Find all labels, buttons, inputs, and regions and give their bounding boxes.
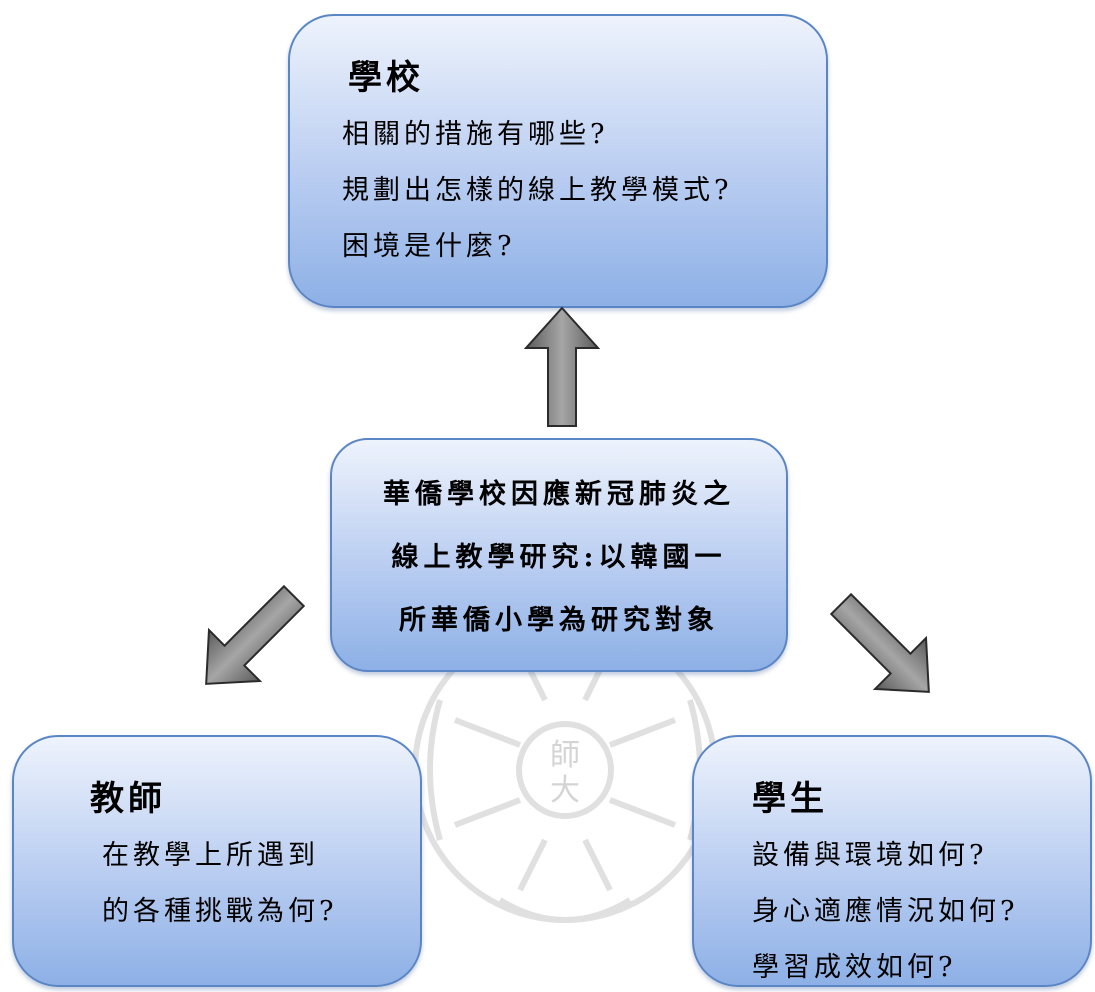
topic-line-3: 所華僑小學為研究對象 <box>399 605 719 636</box>
teacher-question-line-2: 的各種挑戰為何? <box>102 896 338 927</box>
student-title: 學生 <box>752 779 828 819</box>
topic-line-1: 華僑學校因應新冠肺炎之 <box>383 479 735 510</box>
student-question-2: 身心適應情況如何? <box>752 896 1019 927</box>
teacher-question-line-1: 在教學上所遇到 <box>102 840 319 871</box>
school-box: 學校 相關的措施有哪些? 規劃出怎樣的線上教學模式? 困境是什麼? <box>288 14 828 308</box>
student-question-1: 設備與環境如何? <box>752 840 988 871</box>
seal-text-top: 師 <box>550 738 580 773</box>
topic-line-2: 線上教學研究:以韓國一 <box>391 542 727 573</box>
arrow-up-icon <box>523 306 601 427</box>
teacher-title: 教師 <box>90 779 166 819</box>
school-question-3: 困境是什麼? <box>342 231 516 262</box>
arrow-down-left-icon <box>205 584 306 685</box>
student-question-3: 學習成效如何? <box>752 952 957 983</box>
school-title: 學校 <box>348 58 424 98</box>
school-question-1: 相關的措施有哪些? <box>342 119 609 150</box>
seal-text-bottom: 大 <box>550 773 580 808</box>
research-topic-box: 華僑學校因應新冠肺炎之 線上教學研究:以韓國一 所華僑小學為研究對象 <box>330 438 788 672</box>
student-box: 學生 設備與環境如何? 身心適應情況如何? 學習成效如何? <box>692 735 1092 987</box>
arrow-down-right-icon <box>829 592 930 693</box>
teacher-box: 教師 在教學上所遇到 的各種挑戰為何? <box>12 735 422 987</box>
school-question-2: 規劃出怎樣的線上教學模式? <box>342 175 733 206</box>
